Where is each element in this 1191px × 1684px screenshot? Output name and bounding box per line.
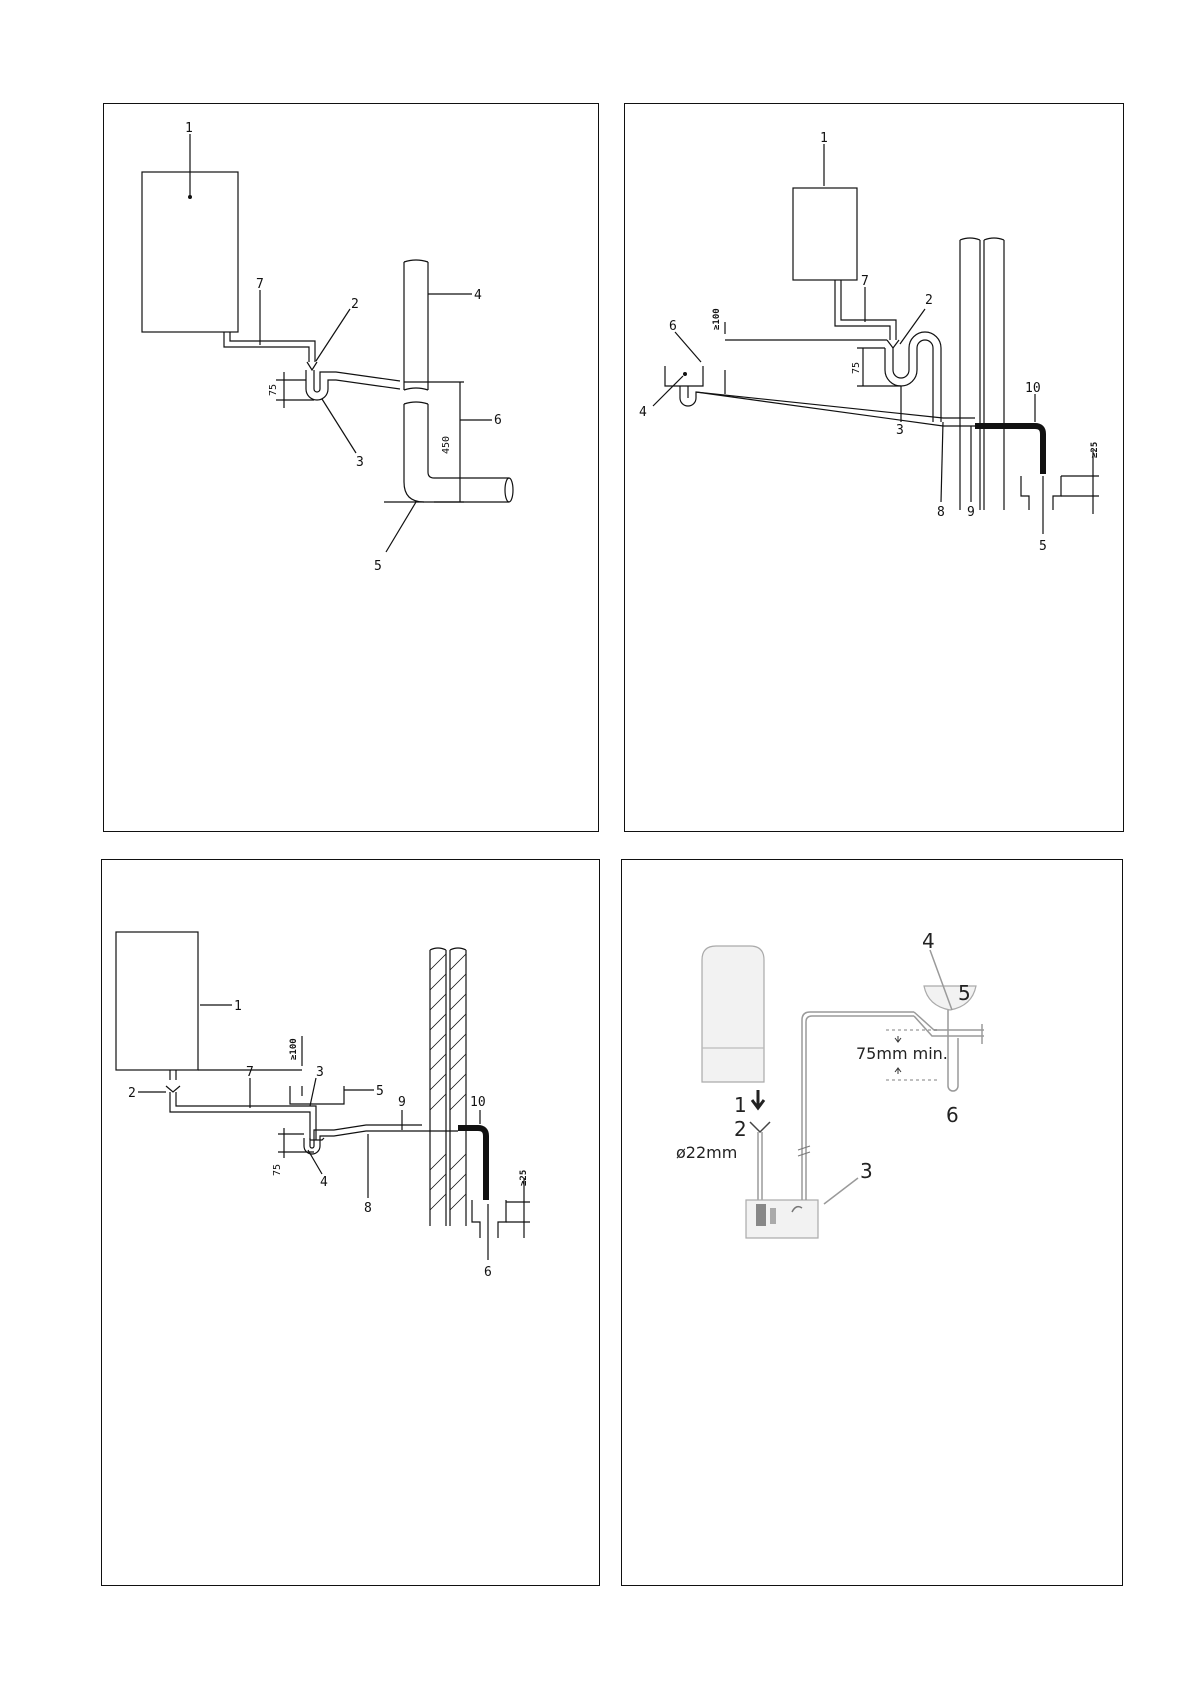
label-9: 9	[398, 1095, 406, 1110]
dim-450: 450	[441, 436, 452, 454]
condensate-pump-diagram: 1 2 ø22mm 3 5 4 6 75mm min.	[622, 860, 1124, 1587]
label-2: 2	[351, 297, 359, 312]
dim-min-100: ≥100	[289, 1038, 299, 1060]
label-5: 5	[1039, 539, 1047, 554]
label-3: 3	[316, 1065, 324, 1080]
label-4: 4	[320, 1175, 328, 1190]
down-arrow-icon	[752, 1090, 764, 1108]
label-1: 1	[820, 131, 828, 146]
condensate-pipe	[170, 1092, 316, 1140]
trap	[304, 1131, 422, 1154]
label-3: 3	[860, 1159, 873, 1183]
diagram-panel-3: 1 2 7 ≥100 5 3 4 75 10 8 9 6 ≥25	[101, 859, 600, 1586]
label-9: 9	[967, 505, 975, 520]
label-6: 6	[946, 1103, 959, 1127]
label-1: 1	[234, 999, 242, 1014]
dim-75: 75	[268, 384, 279, 396]
label-3: 3	[356, 455, 364, 470]
label-7: 7	[256, 277, 264, 292]
label-5: 5	[958, 981, 971, 1005]
trap	[948, 1010, 958, 1091]
boiler-unit	[793, 188, 857, 280]
label-7: 7	[861, 274, 869, 289]
label-5: 5	[376, 1084, 384, 1099]
label-4: 4	[474, 288, 482, 303]
dim-min-100: ≥100	[712, 308, 722, 330]
condensate-drain-external-diagram: 1 7 2 ≥100 75 3 4 6 10 5 ≥25 8 9	[625, 104, 1125, 833]
label-7: 7	[246, 1065, 254, 1080]
label-6: 6	[669, 319, 677, 334]
gully	[1021, 476, 1061, 510]
label-6: 6	[494, 413, 502, 428]
dim-min-25: ≥25	[1090, 442, 1100, 458]
label-2: 2	[128, 1086, 136, 1101]
boiler-unit	[116, 932, 198, 1070]
label-10: 10	[1025, 381, 1041, 396]
dim-75: 75	[851, 362, 862, 374]
label-8: 8	[937, 505, 945, 520]
insulated-external-pipe	[458, 1128, 486, 1200]
condensate-drain-internal-sink-diagram: 1 2 7 ≥100 5 3 4 75 10 8 9 6 ≥25	[102, 860, 601, 1587]
label-2: 2	[925, 293, 933, 308]
condensate-pipe	[224, 332, 315, 362]
gully	[472, 1200, 506, 1238]
label-6: 6	[484, 1265, 492, 1280]
label-3: 3	[896, 423, 904, 438]
boiler-unit	[702, 946, 764, 1082]
label-2: 2	[734, 1117, 747, 1141]
label-1: 1	[734, 1093, 747, 1117]
label-8: 8	[364, 1201, 372, 1216]
soil-stack	[404, 262, 428, 390]
label-10: 10	[470, 1095, 486, 1110]
dim-75: 75	[272, 1164, 283, 1176]
pipe-diameter-label: ø22mm	[676, 1143, 737, 1162]
min-height-label: 75mm min.	[856, 1044, 948, 1063]
condensate-drain-to-stack-diagram: 1 7 2 3 75 4 450 6 5	[104, 104, 600, 833]
dim-min-25: ≥25	[519, 1170, 529, 1186]
label-4: 4	[639, 405, 647, 420]
wall	[960, 240, 1004, 510]
diagram-panel-4: 1 2 ø22mm 3 5 4 6 75mm min.	[621, 859, 1123, 1586]
wall	[430, 948, 466, 1226]
label-5: 5	[374, 559, 382, 574]
label-1: 1	[185, 121, 193, 136]
insulated-external-pipe	[975, 426, 1043, 474]
diagram-panel-1: 1 7 2 3 75 4 450 6 5	[103, 103, 599, 832]
sink	[290, 1086, 344, 1104]
label-4: 4	[922, 929, 935, 953]
diagram-panel-2: 1 7 2 ≥100 75 3 4 6 10 5 ≥25 8 9	[624, 103, 1124, 832]
